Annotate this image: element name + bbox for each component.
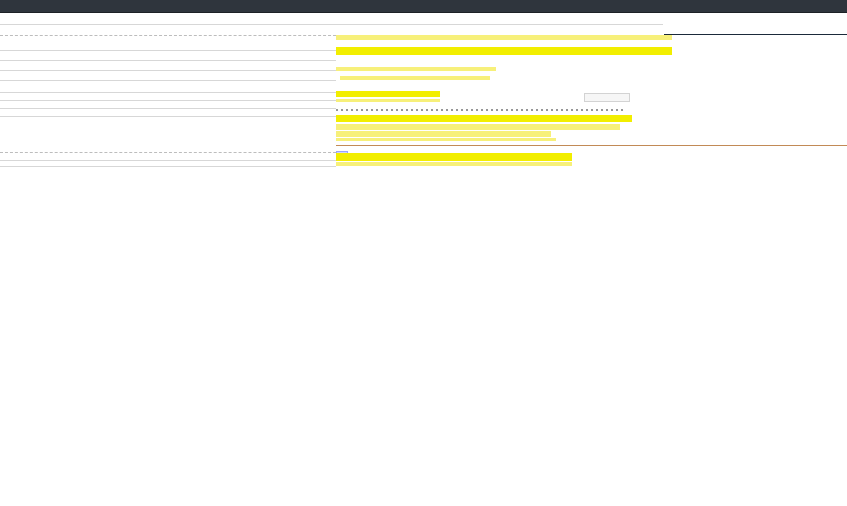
header-meta [535,16,630,22]
content-row-5 [336,91,440,97]
content-row-11 [336,153,572,161]
content-row-12 [336,162,572,166]
left-separator-9 [0,160,336,161]
left-dashed-separator-2 [0,152,336,153]
content-row-10 [336,138,556,141]
action-button[interactable] [584,93,630,102]
left-separator-3 [0,70,336,71]
left-separator-1 [0,50,336,51]
content-row-1 [336,35,672,40]
top-bar [0,0,847,13]
left-separator-7 [0,108,336,109]
content-row-6 [336,99,440,102]
content-row-4 [340,76,490,80]
header-breadcrumb [178,16,468,22]
left-separator-5 [0,92,336,93]
content-row-8 [336,124,620,130]
left-separator-10 [0,166,336,167]
left-separator-4 [0,80,336,81]
right-accent-line [664,34,847,35]
content-row-2 [336,47,672,55]
content-dotted-row [336,109,626,111]
left-separator-8 [0,116,336,117]
left-dashed-separator-1 [0,35,336,36]
content-row-3 [336,67,496,71]
left-separator-6 [0,100,336,101]
right-orange-line [336,145,847,146]
content-row-7 [336,115,632,122]
left-separator-2 [0,60,336,61]
content-row-9 [336,131,551,137]
header-divider [0,24,663,25]
